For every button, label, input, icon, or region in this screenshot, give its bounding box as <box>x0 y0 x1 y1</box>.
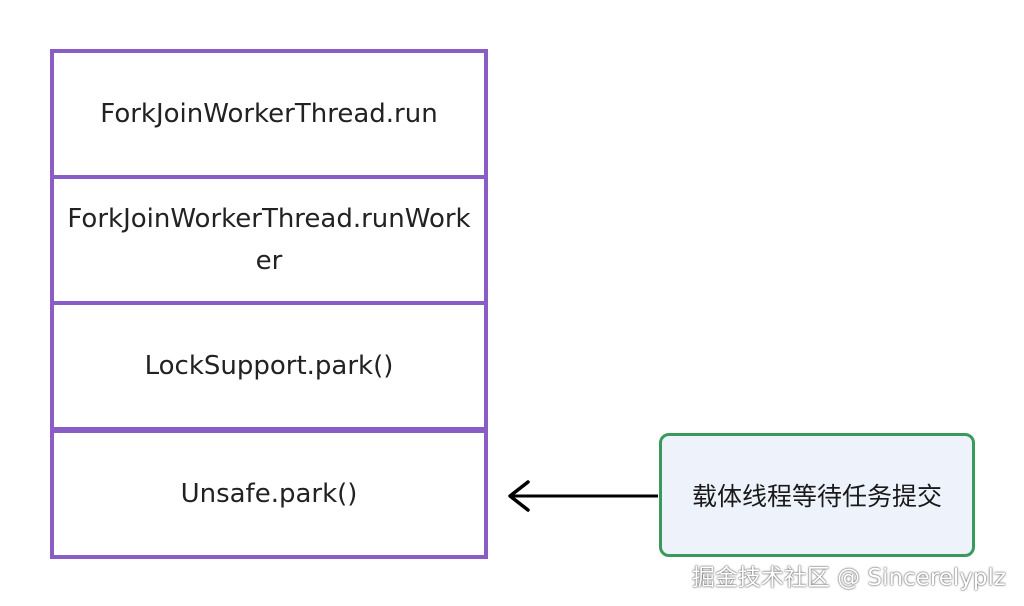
call-stack: ForkJoinWorkerThread.run ForkJoinWorkerT… <box>50 49 488 559</box>
stack-frame-unsafe-park: Unsafe.park() <box>50 429 488 559</box>
watermark: 掘金技术社区 @ Sincerelyplz <box>691 565 1006 591</box>
stack-frame-label: ForkJoinWorkerThread.run <box>100 99 438 129</box>
stack-frame-run: ForkJoinWorkerThread.run <box>50 49 488 179</box>
left-arrow-icon <box>508 480 658 512</box>
annotation-text: 载体线程等待任务提交 <box>691 482 942 511</box>
annotation-box: 载体线程等待任务提交 <box>659 433 975 557</box>
stack-frame-label: ForkJoinWorkerThread.runWorker <box>67 204 471 276</box>
stack-frame-run-worker: ForkJoinWorkerThread.runWorker <box>50 175 488 305</box>
stack-frame-label: LockSupport.park() <box>144 351 394 381</box>
stack-frame-lock-support-park: LockSupport.park() <box>50 301 488 431</box>
stack-frame-label: Unsafe.park() <box>180 479 358 509</box>
